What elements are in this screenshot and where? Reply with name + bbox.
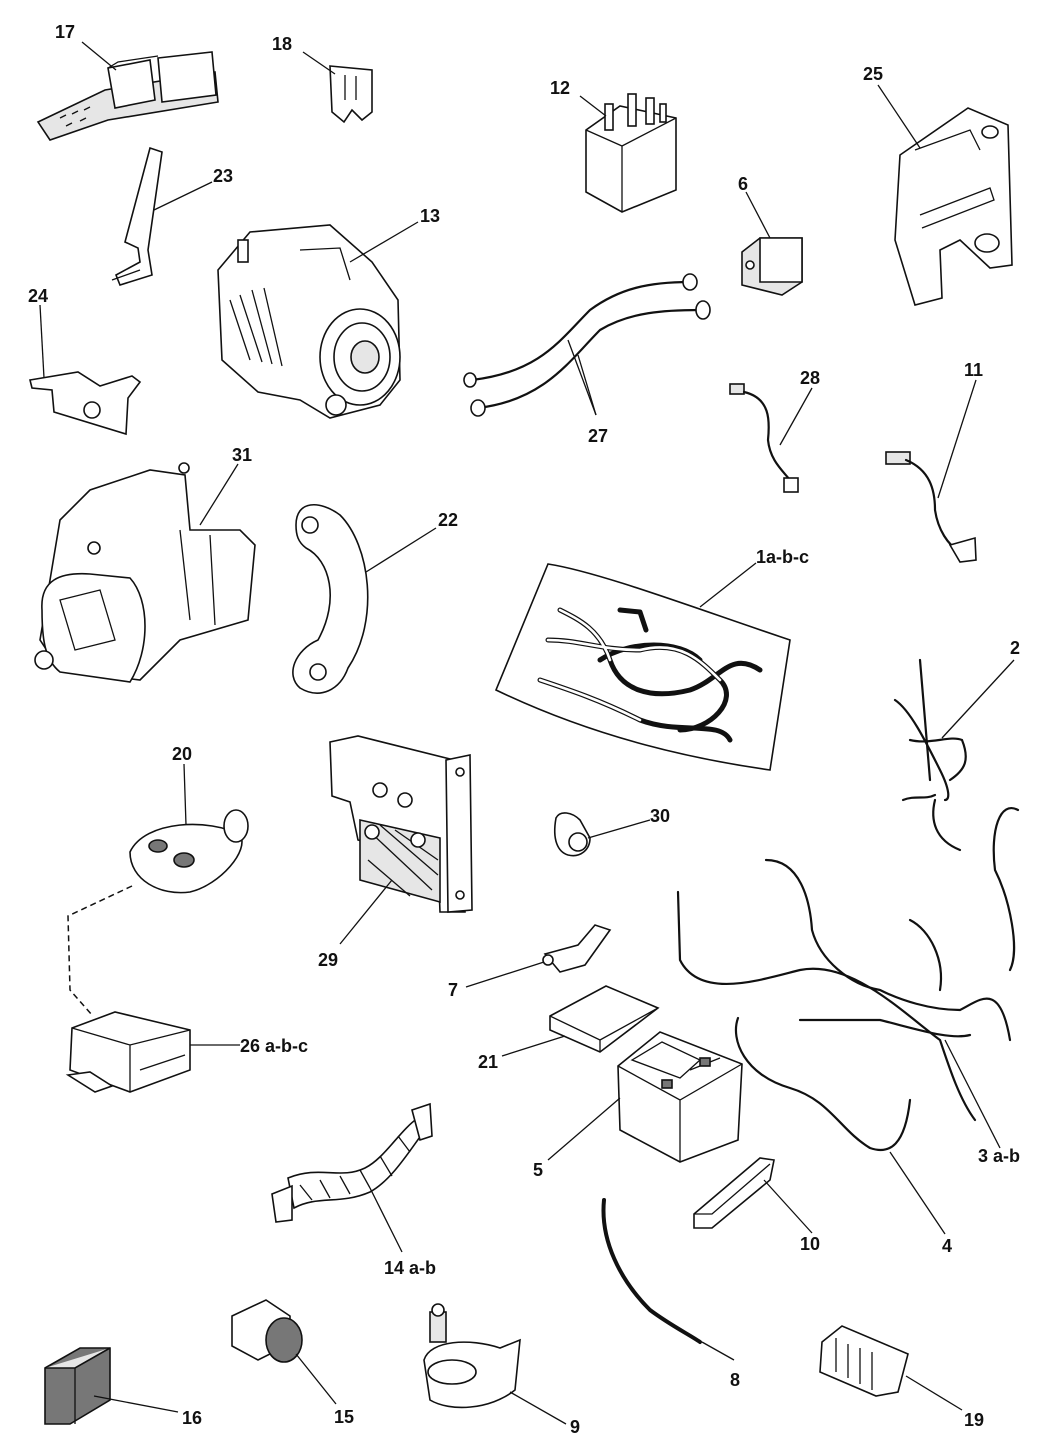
part-1abc-harness [494,563,791,771]
part-14ab-braid-strap [271,1102,433,1223]
part-15-cap [231,1299,303,1363]
label-11: 11 [964,360,983,380]
label-22: 22 [438,510,458,530]
part-22-arc-bracket [292,503,369,694]
label-2: 2 [1010,638,1020,658]
part-21-pad [549,985,660,1053]
part-19-connector [819,1325,909,1397]
part-26abc-control-unit [65,1011,191,1093]
part-25-bracket [894,107,1013,306]
label-4: 4 [942,1236,952,1256]
label-10: 10 [800,1234,820,1254]
part-31-starter [34,462,256,683]
part-28-sensor [729,383,799,493]
label-21: 21 [478,1052,498,1072]
part-5-battery [617,1031,743,1163]
part-24-plate [29,371,142,436]
label-8: 8 [730,1370,740,1390]
label-31: 31 [232,445,252,465]
part-12-relay [585,93,677,213]
part-16-block [44,1347,111,1425]
label-29: 29 [318,950,338,970]
part-10-strip [693,1157,775,1229]
label-5: 5 [533,1160,543,1180]
label-28: 28 [800,368,820,388]
part-13-alternator [217,224,401,419]
label-9: 9 [570,1417,580,1437]
label-18: 18 [272,34,292,54]
label-17: 17 [55,22,75,42]
part-23-lever [111,146,163,286]
label-3ab: 3 a-b [978,1146,1020,1166]
label-6: 6 [738,174,748,194]
part-11-sensor [885,451,977,563]
label-24: 24 [28,286,48,306]
label-20: 20 [172,744,192,764]
part-7-bracket [542,924,612,973]
part-27-cables [463,273,711,417]
label-7: 7 [448,980,458,1000]
label-30: 30 [650,806,670,826]
label-15: 15 [334,1407,354,1427]
label-1abc: 1a-b-c [756,547,809,567]
part-17-relay-board [36,51,219,141]
part-18-clip [329,65,373,124]
label-25: 25 [863,64,883,84]
part-2-wire [893,658,967,852]
part-6-holder [741,237,803,296]
part-20-key-fob [129,809,249,894]
label-14ab: 14 a-b [384,1258,436,1278]
label-26abc: 26 a-b-c [240,1036,308,1056]
label-16: 16 [182,1408,202,1428]
label-23: 23 [213,166,233,186]
part-8-hose [601,1198,702,1344]
part-3ab-harness [676,807,1020,1122]
part-30-lock [553,812,591,857]
label-27: 27 [588,426,608,446]
part-29-module [329,735,473,913]
part-9-horn [423,1303,521,1409]
part-4-harness [734,1016,912,1152]
label-19: 19 [964,1410,984,1430]
label-13: 13 [420,206,440,226]
label-12: 12 [550,78,570,98]
